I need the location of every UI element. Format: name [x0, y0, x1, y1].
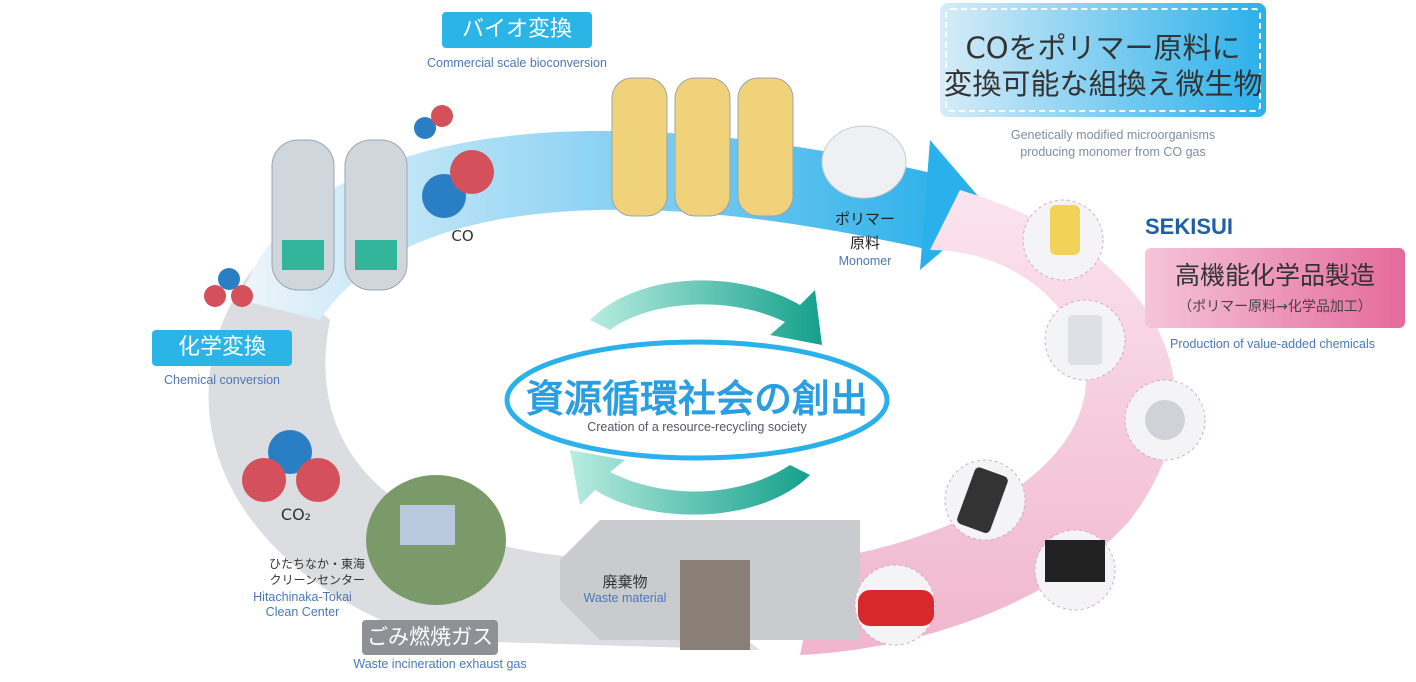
callout-dashed-border	[945, 8, 1261, 112]
co2-molecule-small-icon	[204, 268, 253, 307]
chemical-conversion-en: Chemical conversion	[163, 373, 281, 387]
co-molecule-large-icon	[422, 150, 494, 218]
car-icon	[858, 590, 934, 626]
co2-label: CO₂	[280, 505, 312, 524]
sekisui-logo: SEKISUI	[1145, 214, 1234, 239]
bio-conversion-label: バイオ変換	[442, 12, 592, 48]
teal-arrow-bottom	[570, 450, 810, 515]
callout-en1: Genetically modified microorganisms	[1010, 128, 1216, 142]
waste-bales-icon	[680, 560, 750, 650]
chemical-reactors	[271, 139, 408, 291]
monomer-pellets-icon	[821, 125, 907, 199]
bio-reactors	[611, 77, 794, 217]
callout-line1: COをポリマー原料に	[965, 31, 1241, 65]
center-title: 資源循環社会の創出	[525, 377, 868, 421]
waste-jp: 廃棄物	[602, 573, 648, 591]
tape-rolls-icon	[1145, 400, 1185, 440]
clean-center-jp1: ひたちなか・東海	[268, 557, 365, 571]
bio-conversion-en: Commercial scale bioconversion	[427, 56, 607, 70]
co-label: CO	[451, 227, 474, 245]
waste-en: Waste material	[583, 591, 667, 605]
waste-gas-label: ごみ燃焼ガス	[362, 620, 498, 655]
cosmetic-containers-icon	[1068, 315, 1102, 365]
waste-gas-en: Waste incineration exhaust gas	[353, 657, 527, 671]
chemicals-en: Production of value-added chemicals	[1170, 337, 1375, 351]
clean-center-en2: Clean Center	[265, 605, 340, 619]
monomer-en: Monomer	[838, 254, 892, 268]
clean-center-en1: Hitachinaka-Tokai	[253, 590, 352, 604]
chemicals-box: 高機能化学品製造 （ポリマー原料→化学品加工）	[1145, 248, 1405, 328]
co2-molecule-icon	[242, 430, 340, 502]
center-subtitle: Creation of a resource-recycling society	[587, 420, 807, 434]
glue-bottle-icon	[1050, 205, 1080, 255]
co-molecule-small-icon	[414, 105, 453, 139]
smartphone-icon	[957, 467, 1008, 533]
monitor-icon	[1045, 540, 1105, 582]
callout-en2: producing monomer from CO gas	[1020, 145, 1206, 159]
clean-center-jp2: クリーンセンター	[269, 573, 365, 587]
teal-arrow-top	[590, 280, 822, 345]
chemicals-subtitle: （ポリマー原料→化学品加工）	[1178, 299, 1372, 315]
monomer-jp2: 原料	[849, 234, 880, 252]
gray-arc	[208, 260, 761, 650]
callout-line2: 変換可能な組換え微生物	[943, 67, 1263, 101]
clean-center-building	[400, 505, 455, 545]
chemicals-title: 高機能化学品製造	[1174, 261, 1375, 290]
center-ellipse	[504, 339, 890, 461]
monomer-jp1: ポリマー	[834, 210, 895, 228]
callout-box: COをポリマー原料に 変換可能な組換え微生物	[940, 3, 1266, 117]
chemical-conversion-label: 化学変換	[152, 330, 292, 366]
